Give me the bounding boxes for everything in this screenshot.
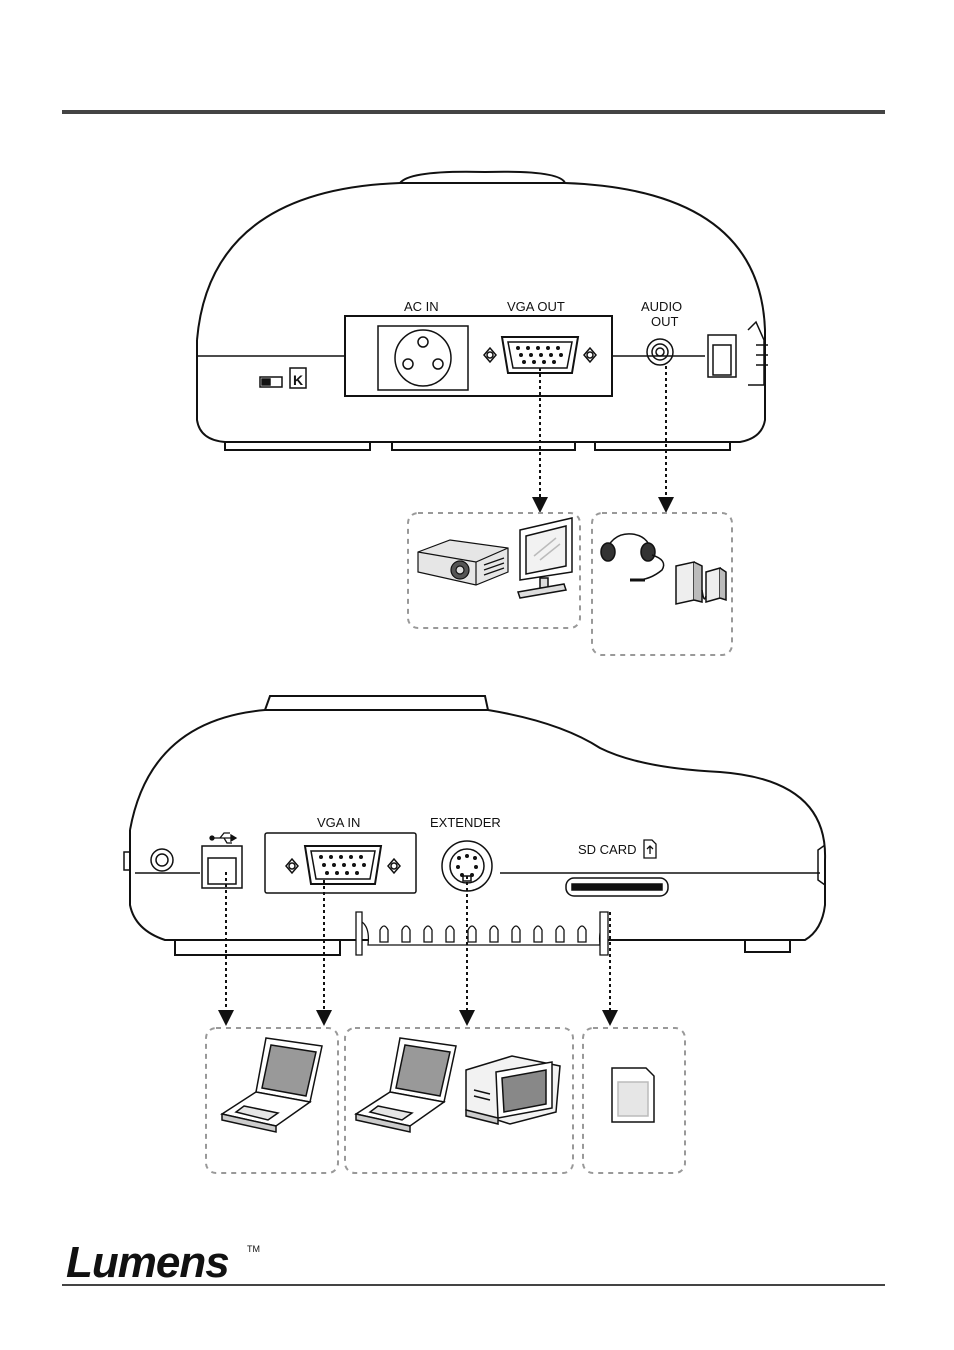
laptop-icon bbox=[220, 1037, 323, 1133]
audio-out-label-line1: AUDIO bbox=[641, 299, 682, 314]
sd-card-label: SD CARD bbox=[578, 842, 637, 857]
vga-extender-devices-box bbox=[344, 1027, 574, 1174]
usb-port bbox=[201, 845, 243, 889]
trademark-mark: TM bbox=[247, 1244, 260, 1254]
lumens-logo: Lumens bbox=[66, 1238, 229, 1287]
audio-out-port bbox=[646, 338, 674, 366]
vga-out-label: VGA OUT bbox=[507, 299, 565, 314]
ac-in-port bbox=[377, 325, 469, 391]
usb-icon bbox=[209, 832, 238, 844]
vga-out-devices-box bbox=[407, 512, 581, 629]
ac-in-label: AC IN bbox=[404, 299, 439, 314]
footer-rule bbox=[62, 1284, 885, 1286]
header-rule bbox=[62, 110, 885, 114]
sd-card-icon bbox=[611, 1067, 655, 1123]
crt-monitor-icon bbox=[465, 1055, 561, 1125]
vga-in-label: VGA IN bbox=[317, 815, 360, 830]
extender-label: EXTENDER bbox=[430, 815, 501, 830]
lcd-monitor-icon bbox=[517, 517, 573, 599]
usb-devices-box bbox=[205, 1027, 339, 1174]
cable-guide-vents bbox=[355, 911, 609, 956]
device-rear-panel bbox=[196, 170, 766, 451]
side-round-port bbox=[150, 848, 174, 872]
power-switch bbox=[707, 320, 768, 386]
headphones-icon bbox=[600, 533, 665, 582]
kensington-lock-icon: K bbox=[259, 367, 307, 389]
sd-card-slot bbox=[565, 877, 669, 897]
vga-out-port bbox=[483, 336, 597, 374]
speakers-icon bbox=[675, 561, 727, 605]
audio-out-label-line2: OUT bbox=[651, 314, 679, 329]
sd-card-eject-icon bbox=[643, 839, 657, 859]
vga-in-port bbox=[264, 832, 417, 894]
laptop-icon bbox=[354, 1037, 457, 1133]
audio-out-devices-box bbox=[591, 512, 733, 656]
svg-text:K: K bbox=[293, 372, 303, 388]
projector-icon bbox=[417, 539, 509, 586]
sd-card-devices-box bbox=[582, 1027, 686, 1174]
